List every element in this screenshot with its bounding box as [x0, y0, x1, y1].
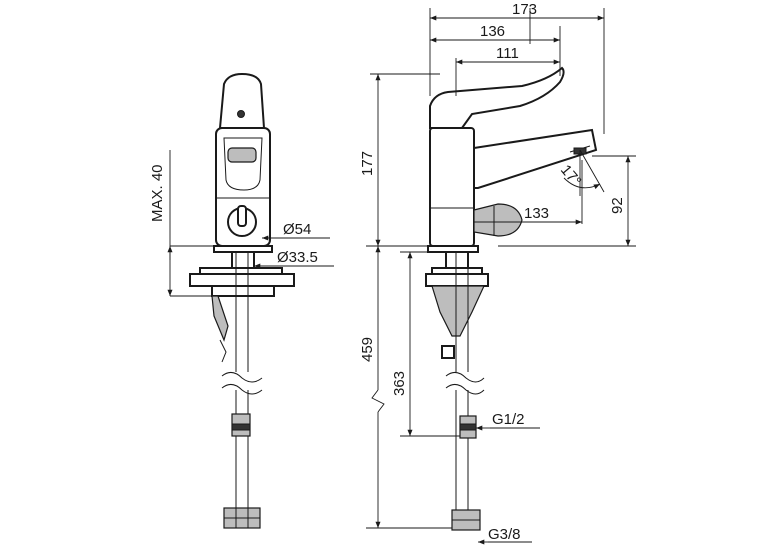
label-111: 111	[496, 45, 519, 62]
front-aerator-outline	[223, 137, 263, 191]
side-temp-knob	[473, 203, 523, 237]
front-mounting-plate	[189, 273, 295, 287]
front-bracket	[211, 295, 229, 342]
label-136: 136	[480, 23, 505, 40]
front-view: MAX. 40 Ø54 Ø33.5	[149, 72, 334, 529]
front-temp-knob-grip	[237, 205, 247, 227]
side-body	[429, 127, 475, 247]
side-lever	[429, 66, 565, 129]
label-max-40: MAX. 40	[149, 164, 166, 222]
side-view: 173 136 111 177 133 92 17° 459 363	[359, 1, 636, 545]
label-133: 133	[524, 205, 549, 222]
front-break-mark	[221, 372, 263, 383]
label-92: 92	[609, 197, 626, 214]
label-173: 173	[512, 1, 537, 18]
label-459: 459	[359, 337, 376, 362]
side-bracket-nut	[441, 345, 455, 359]
front-lever-dot	[237, 110, 245, 118]
front-lever	[218, 72, 266, 129]
side-mounting-plate	[425, 273, 489, 287]
label-363: 363	[391, 371, 408, 396]
side-bracket	[431, 285, 485, 337]
label-177: 177	[359, 151, 376, 176]
label-dia-33-5: Ø33.5	[277, 249, 318, 266]
front-bracket-arm	[219, 339, 227, 363]
label-dia-54: Ø54	[283, 221, 311, 238]
side-break-mark	[445, 372, 485, 383]
label-g1-2: G1/2	[492, 411, 525, 428]
label-g3-8: G3/8	[488, 526, 521, 543]
front-underside-plate	[211, 285, 275, 297]
side-spout	[473, 128, 598, 189]
front-aerator	[227, 147, 257, 163]
